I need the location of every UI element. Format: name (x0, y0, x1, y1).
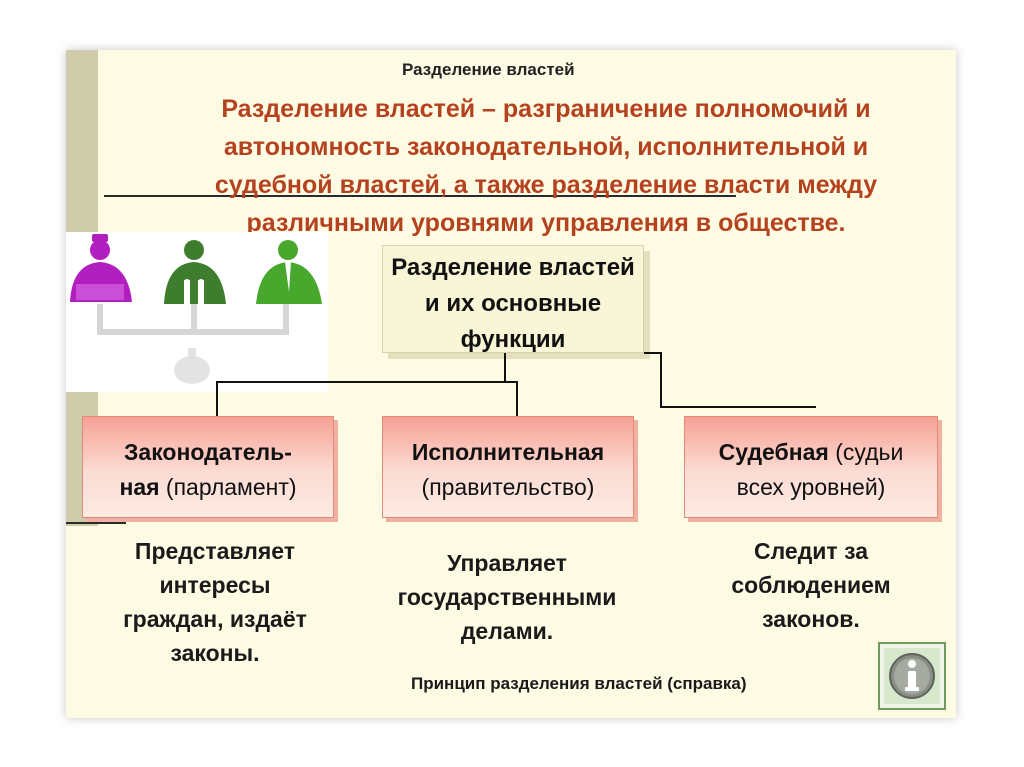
executive-function-line-1: Управляет (447, 550, 567, 576)
legislative-function-line-4: законы. (170, 640, 260, 666)
three-officials-icon (70, 234, 322, 384)
judicial-name: Судебная (718, 439, 829, 465)
decorative-strip-top (66, 50, 98, 232)
connector-executive (516, 381, 518, 416)
definition-line-2: автономность законодательной, исполнител… (223, 133, 869, 161)
connector-horizontal (216, 381, 518, 383)
root-line-3: функции (460, 326, 566, 353)
executive-function-line-2: государственными (397, 584, 617, 610)
definition-text: Разделение властей – разграничение полно… (136, 90, 956, 242)
branches-of-power-illustration (66, 232, 328, 392)
legislative-function-line-3: граждан, издаёт (123, 606, 307, 632)
legislative-function-line-1: Представляет (134, 538, 296, 564)
official-figure-icon (164, 240, 226, 304)
definition-line-4: различными уровнями управления в обществ… (246, 209, 846, 237)
legislative-body: (парламент) (159, 474, 297, 500)
executive-function-line-3: делами. (460, 618, 554, 644)
definition-line-3: судебной властей, а также разделение вла… (214, 171, 878, 199)
connector-right-down (660, 352, 662, 408)
executive-body: (правительство) (421, 474, 595, 500)
executive-function: Управляет государственными делами. (362, 546, 652, 648)
reference-link[interactable]: Принцип разделения властей (справка) (411, 674, 747, 693)
connector-legislative (216, 381, 218, 416)
root-line-2: и их основные (424, 290, 602, 317)
legislative-name-part-2: ная (119, 474, 160, 500)
legislative-function-line-2: интересы (159, 572, 271, 598)
connector-judicial (660, 406, 816, 408)
info-icon (889, 653, 935, 699)
root-line-1: Разделение властей (391, 254, 635, 281)
judge-figure-icon (70, 234, 132, 302)
connector-root-down (504, 353, 506, 383)
legislative-function: Представляет интересы граждан, издаёт за… (80, 534, 350, 670)
info-button[interactable] (878, 642, 946, 710)
speaker-figure-icon (256, 240, 322, 304)
executive-name: Исполнительная (411, 439, 605, 465)
executive-branch-box: Исполнительная (правительство) (382, 416, 634, 518)
definition-line-1: Разделение властей – разграничение полно… (221, 95, 871, 123)
judicial-function-line-3: законов. (762, 606, 860, 632)
divider-line-top (104, 195, 736, 197)
root-concept-box: Разделение властей и их основные функции (382, 245, 644, 353)
legislative-branch-box: Законодатель- ная (парламент) (82, 416, 334, 518)
judicial-body-part-2: всех уровней) (736, 474, 886, 500)
legislative-name-part-1: Законодатель- (124, 439, 292, 465)
connector-root-right (644, 352, 662, 354)
slide-small-title: Разделение властей (402, 60, 575, 79)
slide: Разделение властей Разделение властей – … (66, 50, 956, 718)
judicial-branch-box: Судебная (судьи всех уровней) (684, 416, 938, 518)
judicial-function-line-1: Следит за (753, 538, 869, 564)
judicial-function-line-2: соблюдением (731, 572, 891, 598)
judicial-body-part-1: (судьи (828, 439, 904, 465)
divider-line-bottom (66, 522, 126, 524)
judicial-function: Следит за соблюдением законов. (686, 534, 936, 636)
